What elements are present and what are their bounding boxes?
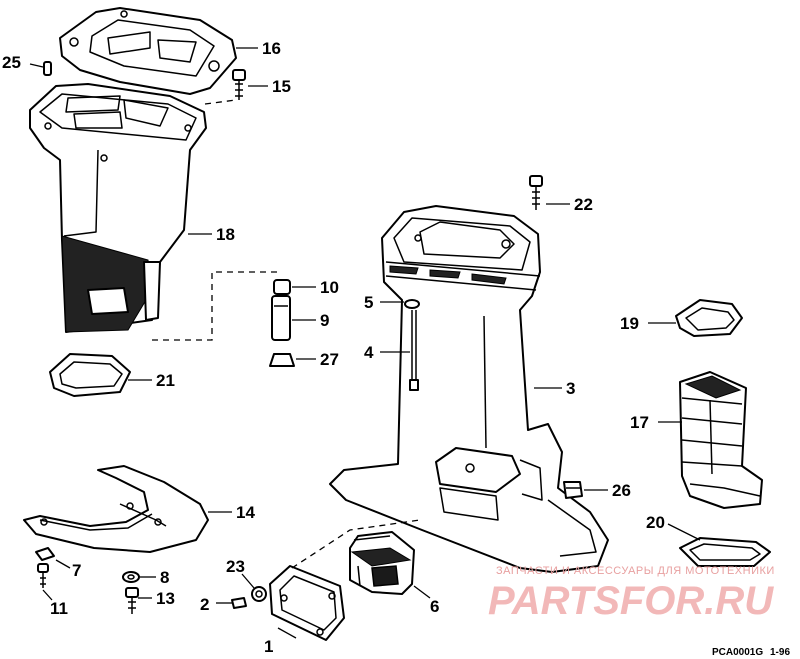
part-8-nut — [122, 571, 140, 583]
part-2-screw — [231, 597, 247, 609]
callout-9: 9 — [320, 311, 329, 330]
watermark-logo: PARTSFOR.RU — [488, 579, 774, 623]
part-14-plate — [23, 465, 209, 553]
part-10-cap — [273, 279, 291, 295]
callout-3: 3 — [566, 379, 575, 398]
part-11-screw — [37, 563, 49, 588]
figure-code: PCA0001G — [712, 647, 763, 658]
part-15-bolt — [232, 69, 246, 100]
part-1-cover — [269, 565, 345, 641]
callout-2: 2 — [200, 595, 209, 614]
part-26-plug — [563, 481, 583, 499]
page-reference: 1-96 — [770, 647, 790, 658]
callout-20: 20 — [646, 513, 665, 532]
callout-18: 18 — [216, 225, 235, 244]
callout-13: 13 — [156, 589, 175, 608]
callout-7: 7 — [72, 561, 81, 580]
part-21-seal — [49, 353, 131, 397]
callout-19: 19 — [620, 314, 639, 333]
part-5-washer — [404, 299, 420, 309]
callout-17: 17 — [630, 413, 649, 432]
part-13-bolt — [125, 587, 139, 614]
callout-27: 27 — [320, 350, 339, 369]
part-19-seal — [675, 299, 743, 337]
part-27-grommet — [269, 353, 295, 367]
watermark-tagline: ЗАПЧАСТИ И АКСЕССУАРЫ ДЛЯ МОТОТЕХНИКИ — [496, 565, 775, 577]
part-3-midsection-housing — [329, 205, 609, 573]
callout-11: 11 — [50, 599, 68, 618]
callout-23: 23 — [226, 557, 245, 576]
part-4-stud — [409, 310, 419, 391]
part-25-dowel — [43, 61, 52, 76]
part-6-bracket — [349, 531, 415, 595]
part-17-exhaust-tube — [679, 371, 763, 509]
callout-15: 15 — [272, 77, 291, 96]
part-9-tube — [271, 295, 291, 341]
part-18-exhaust-housing — [29, 83, 207, 333]
callout-4: 4 — [364, 343, 374, 362]
part-7-washer — [35, 547, 55, 561]
callout-10: 10 — [320, 278, 339, 297]
callout-22: 22 — [574, 195, 593, 214]
part-20-seal — [679, 537, 771, 567]
callout-6: 6 — [430, 597, 439, 616]
callout-14: 14 — [236, 503, 255, 522]
callout-5: 5 — [364, 293, 373, 312]
callout-8: 8 — [160, 568, 169, 587]
callout-16: 16 — [262, 39, 281, 58]
callout-1: 1 — [264, 637, 273, 656]
part-23-grommet — [251, 586, 267, 602]
callout-26: 26 — [612, 481, 631, 500]
part-22-bolt — [529, 175, 543, 210]
part-16-gasket — [59, 7, 237, 95]
callout-21: 21 — [156, 371, 175, 390]
callout-25: 25 — [2, 53, 21, 72]
